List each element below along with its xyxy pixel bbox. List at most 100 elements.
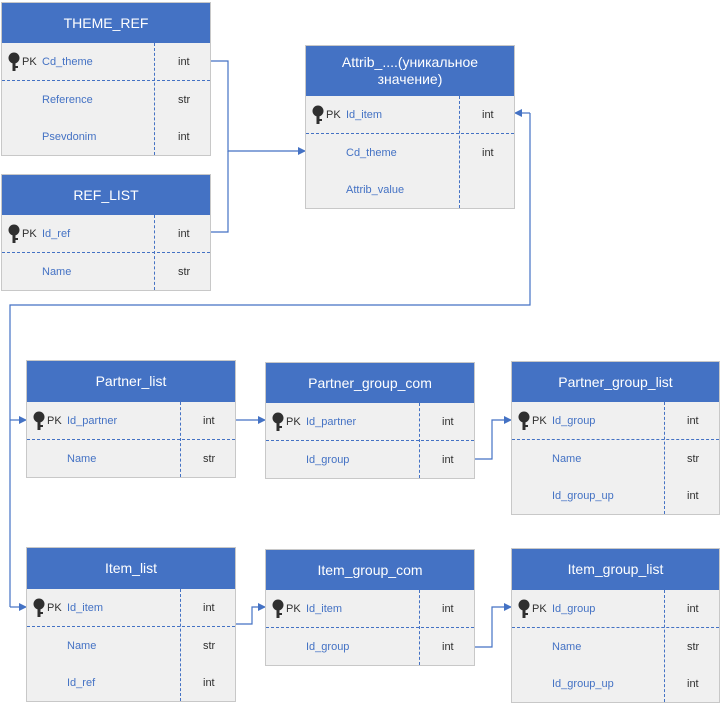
entity-attrib[interactable]: Attrib_....(уникальное значение) PK Id_i… [305, 45, 515, 209]
field-type: int [687, 602, 699, 615]
field-name: Id_item [67, 601, 104, 614]
field-name: Id_group_up [552, 489, 614, 502]
field-type: int [482, 108, 494, 121]
connector-partner-group-com-to-group-list [475, 416, 512, 460]
field-type: int [442, 602, 454, 615]
field-name: Attrib_value [346, 183, 405, 196]
entity-item-group-com[interactable]: Item_group_com PK Id_item int Id_group i… [265, 549, 475, 666]
entity-title: Partner_group_list [512, 362, 719, 402]
entity-fields: PK Cd_theme int Reference str Psevdonim … [2, 43, 210, 155]
key-icon [518, 599, 530, 618]
pk-label: PK [532, 414, 547, 427]
field-type: int [178, 227, 190, 240]
field-name: Id_partner [306, 415, 357, 428]
entity-item-group-list[interactable]: Item_group_list PK Id_group int Name str… [511, 548, 720, 703]
entity-title: Partner_list [27, 361, 235, 402]
field-type: str [203, 639, 216, 652]
field-row[interactable]: PK Cd_theme int [2, 43, 210, 81]
field-row[interactable]: Reference str [2, 81, 210, 118]
pk-label: PK [532, 602, 547, 615]
entity-ref-list[interactable]: REF_LIST PK Id_ref int Name str [1, 174, 211, 291]
field-row[interactable]: Cd_theme int [306, 134, 514, 171]
entity-item-list[interactable]: Item_list PK Id_item int Name str Id_ref… [26, 547, 236, 702]
field-type: str [687, 452, 700, 465]
connector-item-group-com-to-group-list [475, 603, 512, 648]
field-type: str [178, 93, 191, 106]
pk-label: PK [22, 227, 37, 240]
field-name: Id_group [306, 640, 350, 653]
field-row[interactable]: PK Id_ref int [2, 215, 210, 253]
field-row[interactable]: Id_group int [266, 441, 474, 478]
field-row[interactable]: PK Id_item int [306, 96, 514, 134]
field-row[interactable]: Id_group_up int [512, 665, 719, 702]
entity-fields: PK Id_item int Cd_theme int Attrib_value [306, 96, 514, 208]
connector-ref-list-to-attrib [211, 151, 229, 233]
field-row[interactable]: Name str [512, 628, 719, 665]
entity-partner-list[interactable]: Partner_list PK Id_partner int Name str [26, 360, 236, 478]
entity-theme-ref[interactable]: THEME_REF PK Cd_theme int Reference str … [1, 2, 211, 156]
field-type: int [442, 640, 454, 653]
field-row[interactable]: PK Id_partner int [266, 403, 474, 441]
key-icon [272, 599, 284, 618]
entity-title: REF_LIST [2, 175, 210, 215]
pk-label: PK [326, 108, 341, 121]
field-row[interactable]: Name str [27, 440, 235, 477]
field-type: int [687, 677, 699, 690]
field-row[interactable]: Name str [2, 253, 210, 290]
field-row[interactable]: PK Id_group int [512, 590, 719, 628]
entity-fields: PK Id_partner int Id_group int [266, 403, 474, 478]
field-name: Id_group [552, 602, 596, 615]
field-name: Name [552, 452, 582, 465]
field-row[interactable]: Psevdonim int [2, 118, 210, 155]
field-name: Id_group [306, 453, 350, 466]
field-row[interactable]: Name str [512, 440, 719, 477]
field-type: int [687, 489, 699, 502]
field-type: int [178, 55, 190, 68]
entity-fields: PK Id_group int Name str Id_group_up int [512, 590, 719, 702]
connector-item-list-to-group-com [236, 603, 266, 625]
entity-fields: PK Id_item int Name str Id_ref int [27, 589, 235, 701]
entity-title: Partner_group_com [266, 363, 474, 403]
field-row[interactable]: PK Id_item int [27, 589, 235, 627]
field-type: int [482, 146, 494, 159]
entity-partner-group-list[interactable]: Partner_group_list PK Id_group int Name … [511, 361, 720, 515]
field-type: int [203, 601, 215, 614]
key-icon [312, 105, 324, 124]
pk-label: PK [47, 414, 62, 427]
entity-partner-group-com[interactable]: Partner_group_com PK Id_partner int Id_g… [265, 362, 475, 479]
field-type: int [687, 414, 699, 427]
entity-title: Item_group_com [266, 550, 474, 590]
field-type: int [203, 414, 215, 427]
field-type: str [203, 452, 216, 465]
field-row[interactable]: PK Id_partner int [27, 402, 235, 440]
key-icon [272, 412, 284, 431]
field-name: Id_item [346, 108, 383, 121]
entity-title: THEME_REF [2, 3, 210, 43]
field-name: Name [552, 640, 582, 653]
entity-title: Item_list [27, 548, 235, 589]
field-name: Id_partner [67, 414, 118, 427]
field-type: int [178, 130, 190, 143]
field-name: Name [67, 452, 97, 465]
field-row[interactable]: Attrib_value [306, 171, 514, 208]
field-type: str [178, 265, 191, 278]
entity-fields: PK Id_partner int Name str [27, 402, 235, 477]
field-row[interactable]: Id_ref int [27, 664, 235, 701]
field-name: Id_item [306, 602, 343, 615]
entity-fields: PK Id_group int Name str Id_group_up int [512, 402, 719, 514]
field-name: Id_ref [42, 227, 71, 240]
field-row[interactable]: PK Id_item int [266, 590, 474, 628]
entity-fields: PK Id_ref int Name str [2, 215, 210, 290]
field-row[interactable]: PK Id_group int [512, 402, 719, 440]
field-row[interactable]: Id_group_up int [512, 477, 719, 514]
field-type: str [687, 640, 700, 653]
field-name: Psevdonim [42, 130, 97, 143]
key-icon [33, 598, 45, 617]
field-name: Name [67, 639, 97, 652]
key-icon [8, 52, 20, 71]
field-row[interactable]: Name str [27, 627, 235, 664]
field-type: int [442, 453, 454, 466]
field-row[interactable]: Id_group int [266, 628, 474, 665]
field-type: int [442, 415, 454, 428]
field-name: Id_ref [67, 676, 96, 689]
